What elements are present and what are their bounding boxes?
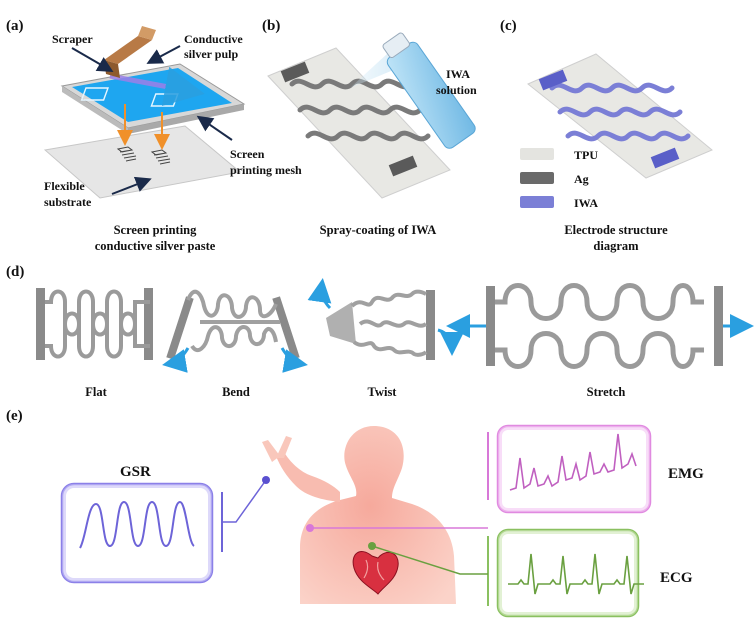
label-iwa-solution-1: IWA: [446, 67, 470, 81]
caption-b: Spray-coating of IWA: [320, 223, 437, 237]
iwa-pad-left-c: [538, 69, 568, 91]
iwa-serpentine-c: [549, 82, 691, 142]
twist-arrow-down: [437, 328, 464, 356]
screen-frame-edge-left: [62, 86, 128, 134]
ecg-connector: [371, 545, 488, 575]
bend-arrow-right: [280, 347, 308, 373]
panel-d: (d): [6, 264, 754, 399]
callout-mesh: [196, 115, 233, 141]
gsr-waveform: [79, 500, 195, 549]
gsr-panel: GSR: [60, 464, 270, 584]
printed-pattern-left: [116, 146, 137, 162]
iwa-bottle: [382, 32, 476, 149]
panel-e: (e) GSR EMG: [6, 408, 704, 618]
label-pulp-1: Conductive: [184, 32, 243, 46]
legend-c: TPU Ag IWA: [520, 148, 598, 210]
caption-a-2: conductive silver paste: [95, 239, 216, 253]
legend-swatch-ag: [520, 172, 554, 184]
legend-swatch-tpu: [520, 148, 554, 160]
legend-label-ag: Ag: [574, 172, 589, 186]
emg-panel: EMG: [306, 424, 704, 532]
label-mesh-1: Screen: [230, 147, 265, 161]
electrode-twist: [307, 278, 464, 360]
panel-c: (c) TPU Ag IWA Electrode structure diagr…: [500, 18, 713, 253]
label-scraper: Scraper: [52, 32, 93, 46]
label-mesh-2: printing mesh: [230, 163, 302, 177]
label-substrate-1: Flexible: [44, 179, 85, 193]
electrode-flat: [36, 288, 153, 360]
electrode-bend: [162, 289, 308, 373]
label-iwa-solution-2: solution: [436, 83, 477, 97]
panel-b: (b) IWA solution Spray-coating of IWA: [262, 18, 477, 237]
callout-pulp: [146, 45, 181, 64]
human-body: [262, 426, 456, 604]
printed-pattern-right: [150, 149, 171, 165]
gsr-connector: [222, 479, 267, 523]
bend-arrow-left: [162, 347, 190, 373]
state-stretch: Stretch: [587, 385, 626, 399]
callout-scraper: [71, 47, 114, 73]
panel-a: (a) Scraper Condu: [6, 18, 302, 253]
twist-arrow-up: [307, 278, 332, 310]
state-flat: Flat: [85, 385, 107, 399]
label-ecg: ECG: [660, 570, 693, 586]
ag-pad-right-b: [388, 155, 418, 177]
panel-c-tag: (c): [500, 18, 517, 34]
label-substrate-2: substrate: [44, 195, 92, 209]
legend-label-iwa: IWA: [574, 196, 598, 210]
state-bend: Bend: [222, 385, 250, 399]
electrode-stretch: [446, 283, 754, 369]
ecg-waveform: [508, 553, 644, 595]
ecg-panel: ECG: [368, 528, 693, 618]
ag-pad-left-b: [280, 61, 310, 83]
label-pulp-2: silver pulp: [184, 47, 238, 61]
label-emg: EMG: [668, 466, 704, 482]
state-twist: Twist: [368, 385, 398, 399]
legend-label-tpu: TPU: [574, 148, 598, 162]
legend-swatch-iwa: [520, 196, 554, 208]
panel-a-tag: (a): [6, 18, 24, 34]
ag-serpentine-b: [289, 78, 431, 142]
tpu-sheet-c: [527, 53, 713, 179]
heart-icon: [352, 551, 399, 595]
label-gsr: GSR: [120, 464, 151, 480]
panel-d-tag: (d): [6, 264, 24, 280]
caption-c-2: diagram: [593, 239, 639, 253]
emg-waveform: [509, 433, 637, 491]
caption-a-1: Screen printing: [114, 223, 198, 237]
callout-substrate: [111, 176, 152, 195]
flexible-substrate-sheet: [43, 125, 242, 199]
iwa-pad-right-c: [650, 147, 680, 169]
mesh-pattern-left: [80, 87, 109, 101]
caption-c-1: Electrode structure: [564, 223, 668, 237]
panel-e-tag: (e): [6, 408, 23, 424]
screen-frame-edge: [128, 104, 244, 134]
panel-b-tag: (b): [262, 18, 280, 34]
swipe-arrow: [109, 66, 205, 107]
